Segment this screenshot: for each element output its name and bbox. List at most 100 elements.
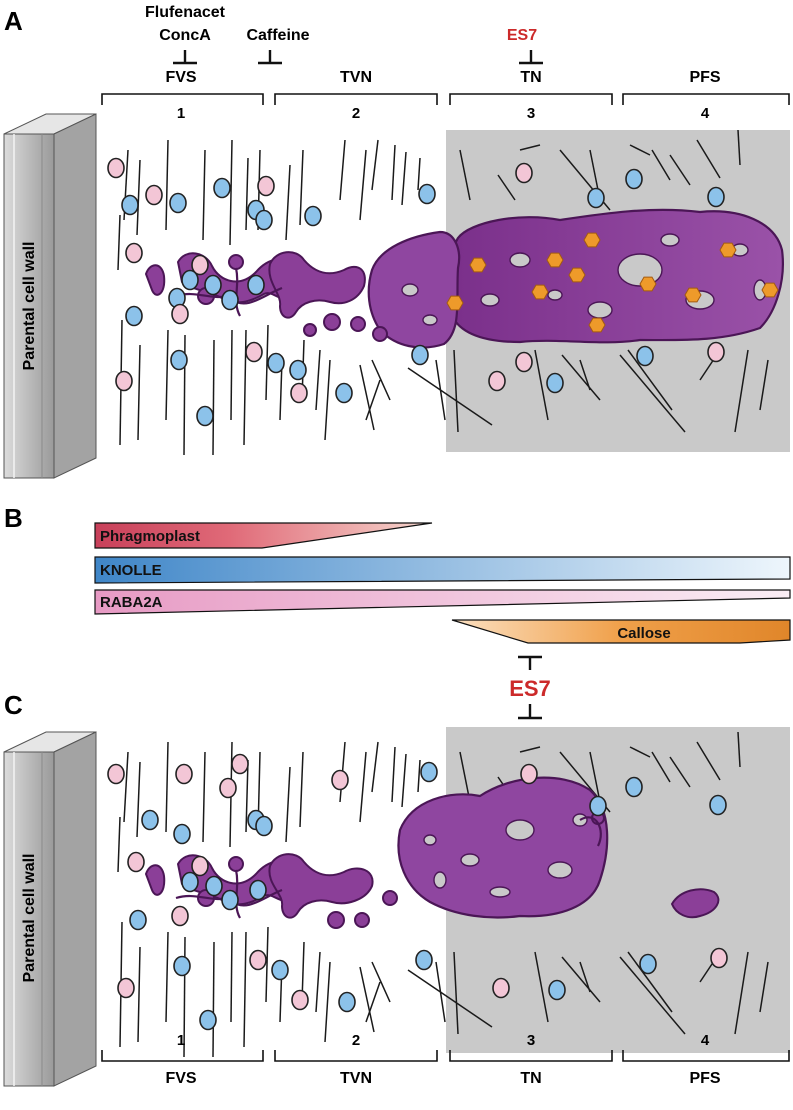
microtubule — [407, 969, 493, 1028]
raba2a-label: RABA2A — [100, 594, 163, 611]
vesicle-blue — [199, 1009, 217, 1031]
microtubule — [371, 359, 391, 401]
stage-brackets-top — [101, 93, 790, 105]
vesicle-blue — [709, 794, 727, 816]
microtubule — [435, 359, 446, 421]
vesicle-blue — [249, 879, 267, 901]
vesicles-a — [107, 157, 725, 427]
es7-label-top: ES7 — [507, 27, 537, 44]
microtubule — [324, 359, 331, 441]
microtubule — [401, 151, 407, 206]
vesicle-pink — [515, 162, 533, 184]
vesicle-blue — [125, 305, 143, 327]
microtubule — [359, 149, 367, 221]
inhibition-bars-top — [173, 50, 543, 65]
microtubule — [534, 951, 549, 1023]
vesicle-blue — [418, 183, 436, 205]
vesicle-blue — [636, 345, 654, 367]
microtubule — [359, 966, 375, 1033]
vesicle-blue — [205, 875, 223, 897]
vesicle-blue — [247, 274, 265, 296]
knolle-label: KNOLLE — [100, 562, 162, 579]
microtubule — [117, 214, 121, 271]
microtubule — [359, 364, 375, 431]
caffeine-label: Caffeine — [246, 27, 309, 44]
vesicle-blue — [707, 186, 725, 208]
stage-label-pfs-c: PFS — [689, 1070, 720, 1087]
callose-hexagon — [546, 252, 564, 268]
microtubule — [285, 164, 291, 241]
microtubule — [534, 349, 549, 421]
microtubule — [117, 816, 121, 873]
callose-hexagon — [583, 232, 601, 248]
stage-brackets-bottom — [101, 1050, 790, 1062]
vesicle-pink — [515, 351, 533, 373]
vesicle-pink — [127, 851, 145, 873]
vesicle-pink — [191, 254, 209, 276]
parental-cell-wall-label-a: Parental cell wall — [21, 242, 38, 371]
vesicle-pink — [117, 977, 135, 999]
microtubule — [737, 731, 741, 768]
microtubule — [435, 961, 446, 1023]
panel-a: A Flufenacet ConcA Caffeine ES7 FVS TVN … — [3, 4, 790, 479]
vesicle-pink — [145, 184, 163, 206]
vesicle-pink — [115, 370, 133, 392]
microtubule — [243, 931, 247, 1048]
microtubule — [391, 144, 396, 201]
vesicle-blue — [141, 809, 159, 831]
microtubule — [365, 981, 381, 1023]
vesicle-pink — [492, 977, 510, 999]
phragmoplast-gradient-bar — [94, 522, 433, 549]
callose-hexagon — [684, 287, 702, 303]
microtubule — [401, 753, 407, 808]
microtubule — [212, 941, 215, 1058]
callose-hexagon — [446, 295, 464, 311]
vesicle-blue — [411, 344, 429, 366]
microtubule — [629, 144, 651, 156]
vesicle-blue — [181, 871, 199, 893]
vesicle-pink — [219, 777, 237, 799]
microtubule — [202, 751, 206, 843]
stage-number-2: 2 — [352, 105, 360, 122]
vesicle-blue — [181, 269, 199, 291]
callose-label: Callose — [617, 625, 670, 642]
microtubule — [759, 961, 769, 1013]
stage-label-pfs: PFS — [689, 69, 720, 86]
microtubule — [243, 329, 247, 446]
conca-label: ConcA — [159, 27, 211, 44]
microtubule — [519, 746, 541, 753]
microtubule — [285, 766, 291, 843]
microtubule — [407, 367, 493, 426]
vesicle-pink — [125, 242, 143, 264]
vesicle-blue — [587, 187, 605, 209]
vesicle-blue — [169, 192, 187, 214]
microtubule — [417, 759, 421, 793]
callose-deposits-a — [446, 232, 779, 333]
callose-hexagon — [469, 257, 487, 273]
microtubule — [165, 139, 169, 231]
microtubule — [136, 159, 141, 236]
microtubule — [230, 931, 233, 1023]
vesicle-blue — [338, 991, 356, 1013]
microtubule — [165, 741, 169, 833]
vesicle-blue — [546, 372, 564, 394]
parental-cell-wall-a: Parental cell wall — [3, 113, 97, 479]
microtubule — [759, 359, 769, 411]
vesicle-pink — [249, 949, 267, 971]
stage-number-4-c: 4 — [701, 1032, 710, 1049]
vesicle-blue — [304, 205, 322, 227]
panel-c: C ES7 Parental cell wall — [3, 655, 790, 1087]
microtubule — [137, 946, 141, 1043]
vesicle-pink — [290, 382, 308, 404]
microtubule — [315, 349, 321, 411]
vesicle-pink — [107, 157, 125, 179]
microtubule — [137, 344, 141, 441]
microtubule — [651, 149, 671, 181]
microtubule — [245, 157, 249, 231]
microtubule — [339, 139, 346, 201]
vesicle-pink — [520, 763, 538, 785]
microtubule — [371, 961, 391, 1003]
microtubule — [315, 951, 321, 1013]
raba2a-gradient-bar — [94, 589, 791, 615]
